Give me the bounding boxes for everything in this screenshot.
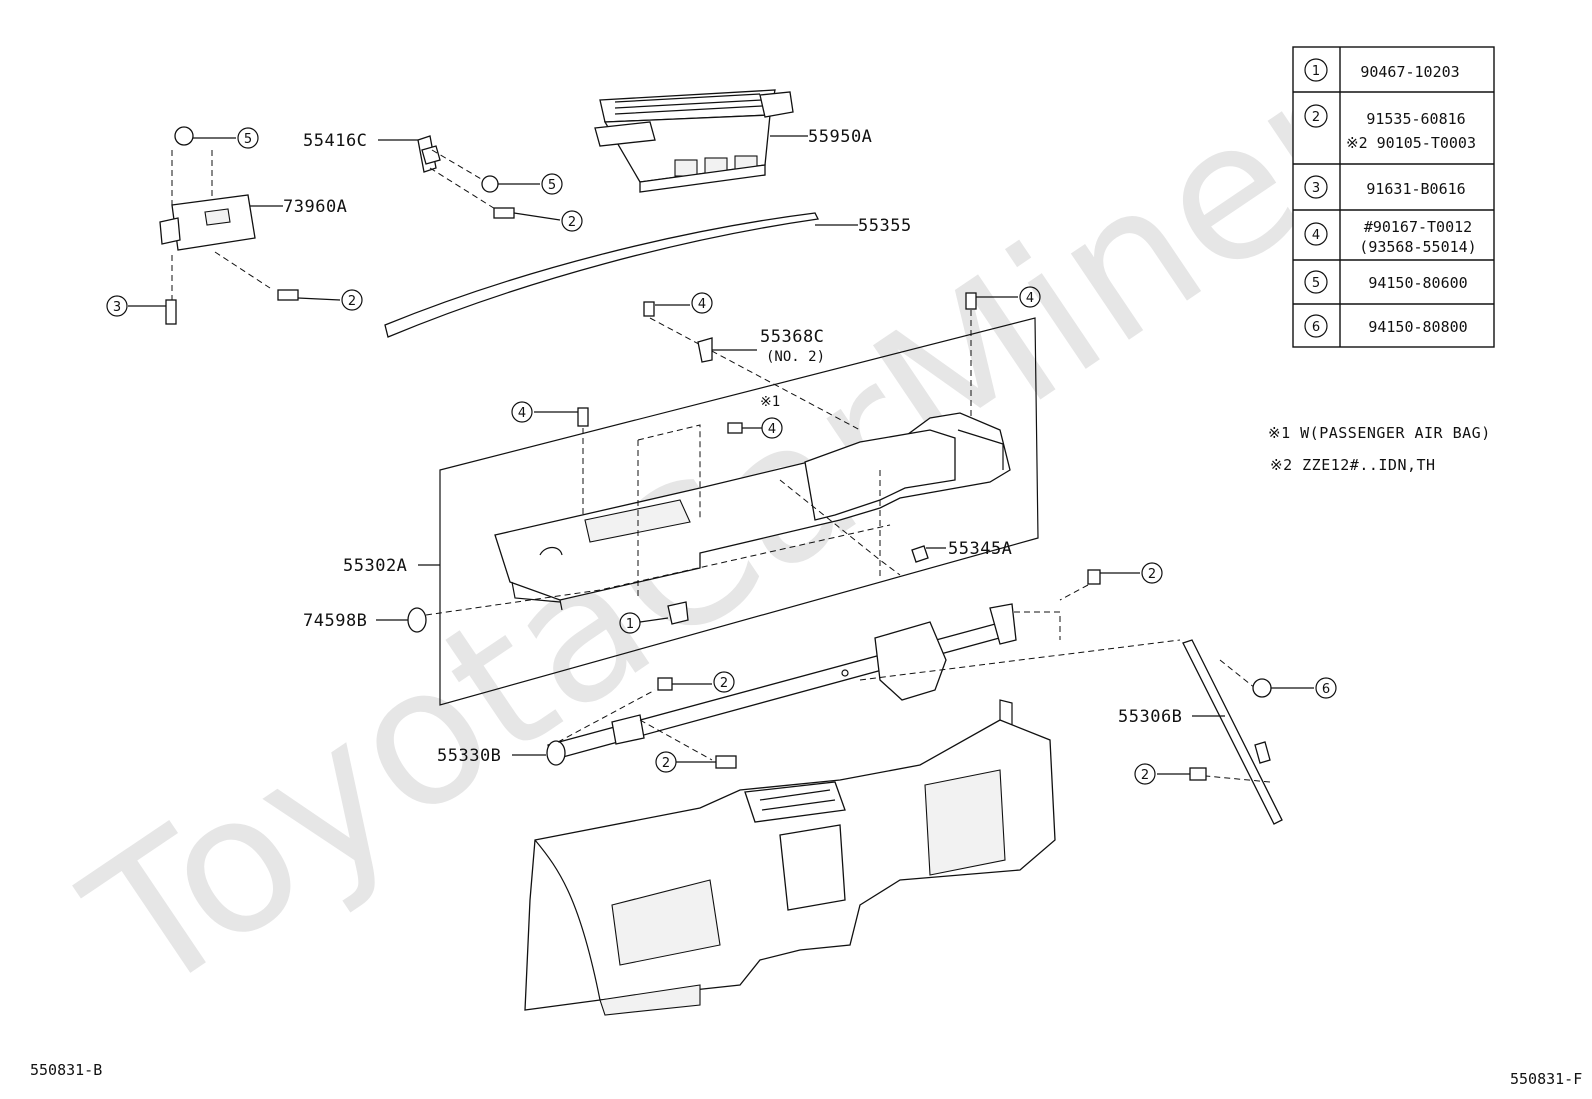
air-duct-part (594, 89, 794, 193)
callout-number: 2 (1148, 567, 1156, 582)
callout-4-icon (761, 417, 783, 439)
callout-number: 4 (1026, 291, 1034, 306)
callout-2-icon (1141, 562, 1163, 584)
footer-ref-left: 550831-B (30, 1061, 102, 1079)
nut-icon (174, 126, 194, 146)
legend-callout-5-icon (1304, 270, 1328, 294)
callout-number: 4 (768, 422, 776, 437)
bolt-icon (727, 422, 743, 434)
legend-callout-3-icon (1304, 175, 1328, 199)
bolt-icon (965, 292, 977, 310)
callout-number: 2 (1141, 768, 1149, 783)
callout-number: 2 (720, 676, 728, 691)
plug-74598B-part (407, 607, 427, 633)
legend-part-number: #90167-T0012 (1364, 218, 1472, 236)
legend-callout-2-icon (1304, 104, 1328, 128)
part-label-55306B: 55306B (1118, 707, 1182, 727)
callout-number: 2 (568, 215, 576, 230)
callout-number: 6 (1322, 682, 1330, 697)
airbag-assembly-part (159, 194, 256, 251)
legend-callout-6-icon (1304, 314, 1328, 338)
legend-num: 5 (1312, 276, 1320, 291)
bolt-icon (165, 299, 177, 325)
callout-number: 5 (548, 178, 556, 193)
bolt-icon (1189, 767, 1207, 781)
callout-2-icon (655, 751, 677, 773)
callout-number: 2 (348, 294, 356, 309)
part-label-55302A: 55302A (343, 556, 407, 576)
parts-legend-table: 1 90467-10203 2 91535-60816 ※2 90105-T00… (1292, 46, 1495, 348)
note-mark-1: ※1 (760, 394, 780, 410)
clip-1-part (667, 601, 689, 625)
callout-6-icon (1315, 677, 1337, 699)
callout-2-icon (561, 210, 583, 232)
part-label-74598B: 74598B (303, 611, 367, 631)
callout-2-icon (1134, 763, 1156, 785)
legend-num: 1 (1312, 64, 1320, 79)
part-label-55950A: 55950A (808, 127, 872, 147)
callout-2-icon (713, 671, 735, 693)
part-sublabel-55368C: (NO. 2) (766, 349, 825, 365)
bolt-icon (1087, 569, 1101, 585)
callout-number: 5 (244, 132, 252, 147)
callout-2-icon (341, 289, 363, 311)
footer-ref-right: 550831-F (1510, 1070, 1582, 1088)
legend-num: 2 (1312, 110, 1320, 125)
part-label-55330B: 55330B (437, 746, 501, 766)
legend-part-number: 94150-80600 (1368, 274, 1467, 292)
weatherstrip-part (384, 212, 819, 338)
legend-callout-1-icon (1304, 58, 1328, 82)
part-label-55345A: 55345A (948, 539, 1012, 559)
instrument-panel-reinforcement-part (546, 603, 1017, 766)
bolt-icon (277, 289, 299, 301)
part-label-55416C: 55416C (303, 131, 367, 151)
callout-4-icon (1019, 286, 1041, 308)
bolt-icon (493, 207, 515, 219)
part-label-55368C: 55368C (760, 327, 824, 347)
brace-55306B-part (1182, 639, 1283, 825)
part-label-73960A: 73960A (283, 197, 347, 217)
callout-number: 4 (698, 297, 706, 312)
note-2: ※2 ZZE12#..IDN,TH (1270, 456, 1436, 474)
legend-part-number: 91631-B0616 (1366, 180, 1465, 198)
bolt-icon (715, 755, 737, 769)
legend-num: 4 (1312, 228, 1320, 243)
legend-part-number: 94150-80800 (1368, 318, 1467, 336)
legend-num: 3 (1312, 181, 1320, 196)
bolt-icon (577, 407, 589, 427)
callout-1-icon (619, 612, 641, 634)
bolt-icon (643, 301, 655, 317)
callout-number: 3 (113, 300, 121, 315)
clip-55345A-part (911, 545, 929, 563)
note-1: ※1 W(PASSENGER AIR BAG) (1268, 424, 1491, 442)
part-label-55355: 55355 (858, 216, 912, 236)
callout-number: 2 (662, 756, 670, 771)
callout-3-icon (106, 295, 128, 317)
bracket-55368C-part (697, 337, 713, 363)
lower-instrument-panel-part (524, 699, 1056, 1016)
legend-callout-4-icon (1304, 222, 1328, 246)
legend-part-number: 90467-10203 (1360, 63, 1459, 81)
nut-icon (1252, 678, 1272, 698)
callout-5-icon (237, 127, 259, 149)
callout-4-icon (511, 401, 533, 423)
bracket-55416C-part (417, 135, 441, 173)
callout-number: 1 (626, 617, 634, 632)
legend-part-number: 91535-60816 (1366, 110, 1465, 128)
legend-num: 6 (1312, 320, 1320, 335)
callout-4-icon (691, 292, 713, 314)
bolt-icon (657, 677, 673, 691)
legend-part-number: (93568-55014) (1359, 238, 1476, 256)
callout-5-icon (541, 173, 563, 195)
callout-number: 4 (518, 406, 526, 421)
panel-group-outline (439, 317, 1039, 706)
legend-part-number: ※2 90105-T0003 (1346, 134, 1476, 152)
nut-icon (481, 175, 499, 193)
